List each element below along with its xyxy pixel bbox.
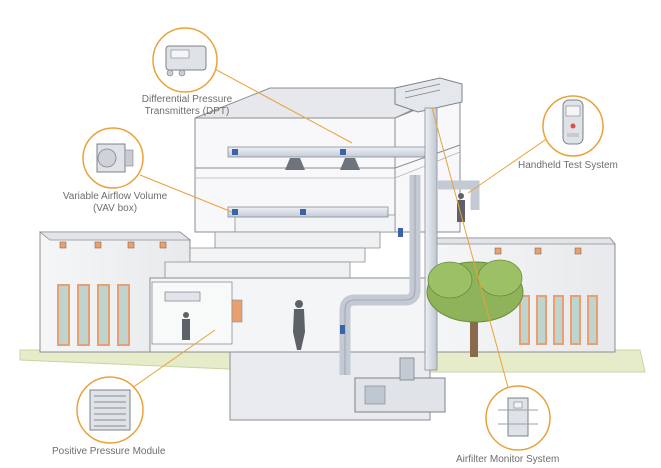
dpt-label-line1: Differential Pressure bbox=[141, 94, 233, 105]
ductwork bbox=[227, 107, 480, 413]
vav-label-line1: Variable Airflow Volume bbox=[62, 191, 168, 202]
vav-box-icon bbox=[82, 127, 144, 189]
pressure-module-icon bbox=[76, 376, 144, 444]
handheld-meter-icon bbox=[542, 95, 604, 157]
people bbox=[182, 193, 465, 350]
airfilter-label-text: Airfilter Monitor System bbox=[456, 454, 560, 465]
dpt-device-icon bbox=[152, 27, 218, 93]
ppm-label-text: Positive Pressure Module bbox=[52, 446, 166, 457]
dpt-label: Differential Pressure Transmitters (DPT) bbox=[132, 94, 242, 118]
ppm-label: Positive Pressure Module bbox=[52, 446, 165, 458]
handheld-label: Handheld Test System bbox=[518, 160, 618, 172]
rooftop-unit bbox=[394, 77, 463, 113]
vav-label: Variable Airflow Volume (VAV box) bbox=[55, 191, 175, 215]
vav-label-line2: (VAV box) bbox=[92, 203, 138, 214]
tree bbox=[426, 259, 524, 357]
dpt-label-line2: Transmitters (DPT) bbox=[144, 106, 230, 117]
handheld-label-text: Handheld Test System bbox=[518, 160, 618, 171]
stepped-terraces bbox=[164, 214, 396, 279]
callout-lines bbox=[121, 67, 549, 403]
airfilter-label: Airfilter Monitor System bbox=[456, 454, 559, 466]
airfilter-monitor-icon bbox=[485, 385, 551, 451]
